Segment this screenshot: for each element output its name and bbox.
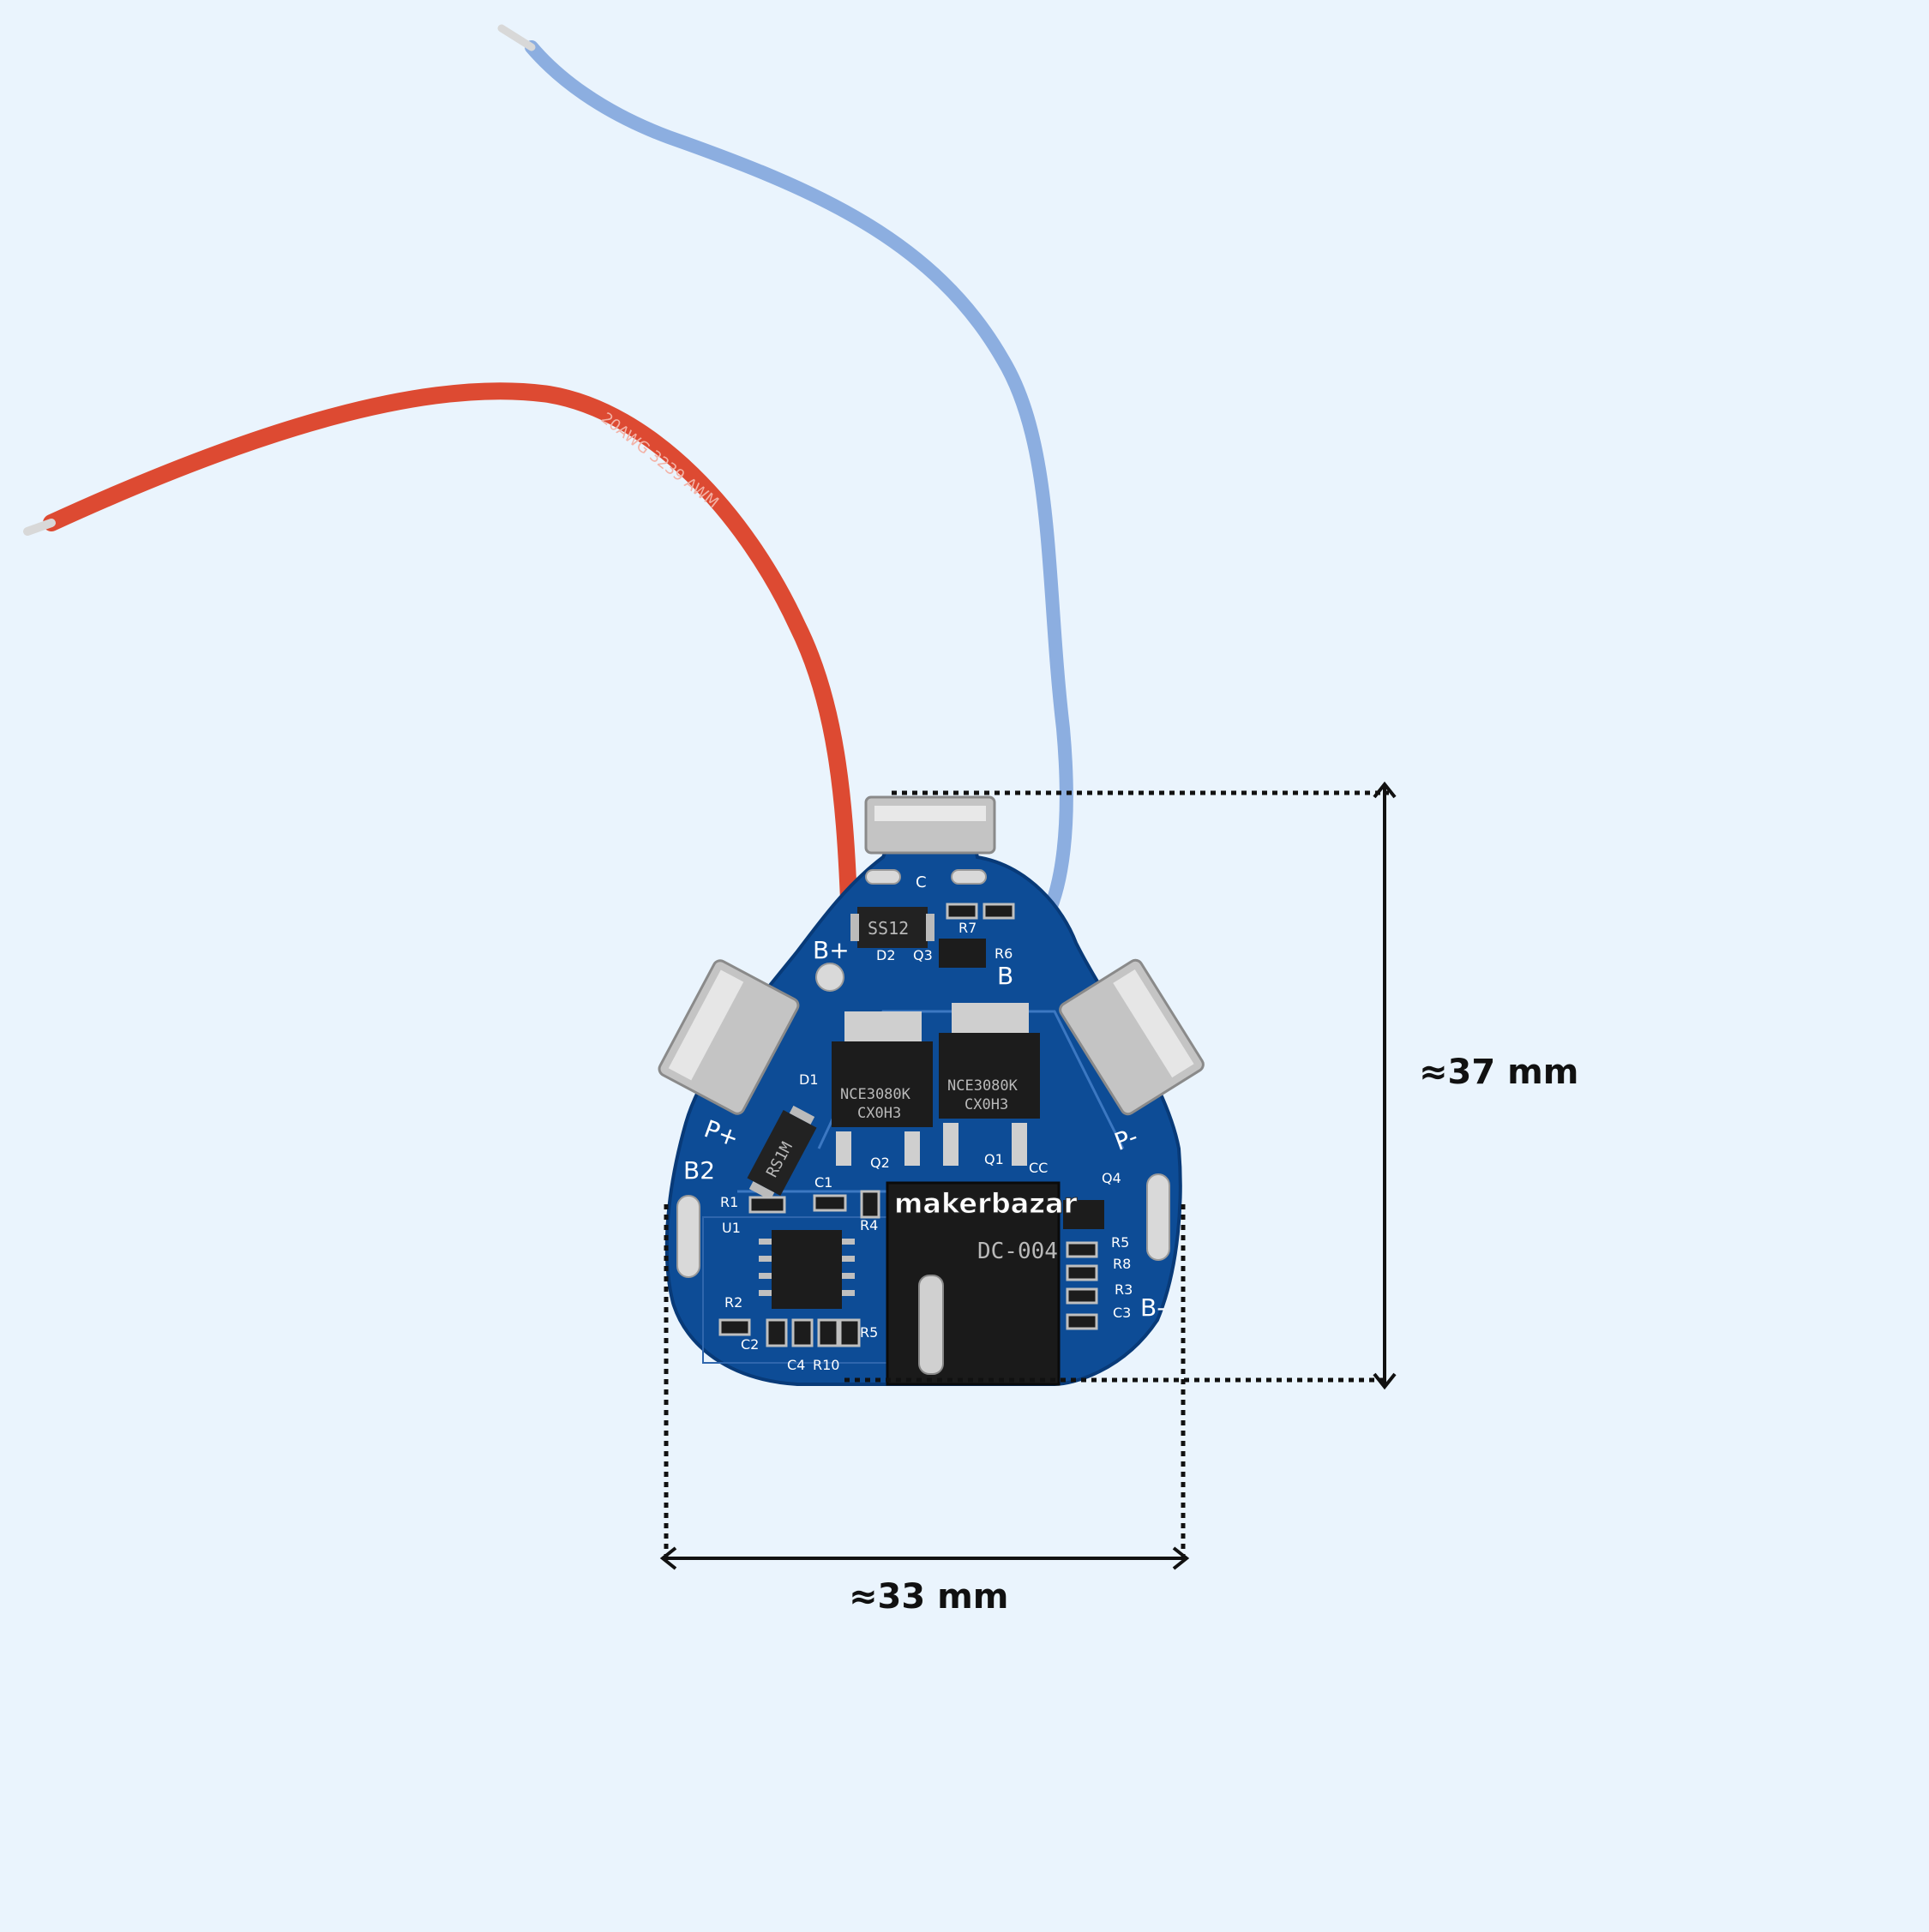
label-r7: R7 [958,920,977,936]
label-b: B [997,962,1013,990]
nickel-tab-right [1059,958,1205,1116]
label-d1: D1 [799,1071,819,1088]
label-q1: Q1 [984,1151,1004,1167]
red-wire-print: 20AWG 3239 AWM [598,409,722,512]
label-c1: C1 [814,1174,832,1191]
label-q2: Q2 [870,1155,890,1171]
smd-components [718,903,1098,1347]
mosfet-q1-marking-1: NCE3080K [947,1077,1019,1095]
brand-logo: makerbazar [894,1187,1078,1220]
diode-d1: RS1M [747,1105,817,1201]
label-r3: R3 [1115,1281,1133,1298]
height-dimension-label: ≈37 mm [1419,1053,1579,1092]
label-r1: R1 [720,1194,738,1210]
label-c: C [916,873,927,891]
width-dimension [659,1204,1190,1570]
label-r10: R10 [813,1357,839,1373]
blue-wire [497,24,1073,933]
mosfet-q2: NCE3080K CX0H3 [832,1011,933,1166]
label-q4: Q4 [1102,1170,1121,1186]
width-dimension-label: ≈33 mm [849,1577,1009,1617]
mosfet-q2-marking-1: NCE3080K [840,1086,911,1103]
label-cc: CC [1029,1160,1048,1176]
label-c4: C4 [787,1357,805,1373]
ic-u1 [759,1230,855,1309]
label-r5-left: R5 [860,1324,878,1341]
mosfet-q1-marking-2: CX0H3 [964,1096,1008,1113]
diode-d2: SS12 [850,907,934,948]
transistor-q4 [1063,1200,1104,1229]
mosfet-q2-marking-2: CX0H3 [857,1105,901,1122]
solder-pads [676,869,1170,1278]
label-d2: D2 [876,947,896,963]
label-r4: R4 [860,1217,878,1233]
label-r2: R2 [724,1294,742,1311]
label-r5-right: R5 [1111,1234,1129,1251]
dc-004-connector: DC-004 [886,1181,1061,1386]
diode-d2-marking: SS12 [868,918,909,939]
nickel-tab-top [864,795,996,855]
silkscreen-labels: B+ B C P+ P- B2 B- CC D1 D2 Q1 Q2 Q3 Q4 … [683,873,1165,1373]
label-r6: R6 [995,945,1013,962]
mosfet-q1: NCE3080K CX0H3 [939,1003,1040,1166]
transistor-q3 [939,939,986,968]
connector-marking: DC-004 [977,1239,1058,1264]
label-q3: Q3 [913,947,933,963]
red-wire: 20AWG 3239 AWM [23,382,857,909]
label-r8: R8 [1113,1256,1131,1272]
label-c3: C3 [1113,1305,1131,1321]
nickel-tab-left [658,959,800,1115]
label-b-plus: B+ [813,936,850,964]
label-u1: U1 [722,1220,741,1236]
label-b2: B2 [683,1156,715,1185]
label-c2: C2 [741,1336,759,1353]
label-b-minus: B- [1140,1293,1165,1322]
height-dimension [844,781,1397,1390]
